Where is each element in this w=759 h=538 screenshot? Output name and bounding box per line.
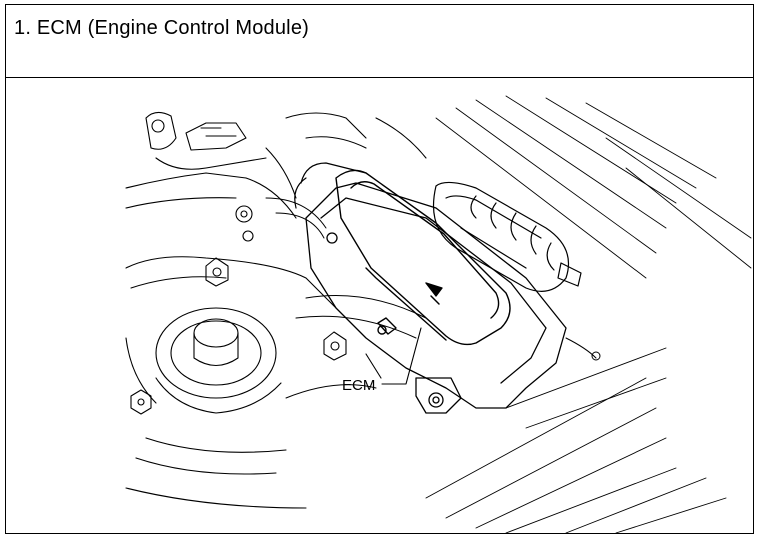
ecm-callout-label: ECM [342, 377, 375, 394]
lower-panel-lines [425, 347, 727, 534]
section-title: 1. ECM (Engine Control Module) [14, 17, 310, 39]
title-row: 1. ECM (Engine Control Module) [6, 5, 753, 78]
engine-bay-drawing: ECM [125, 95, 752, 534]
bolt-markers [130, 257, 347, 415]
fender-lines [435, 95, 752, 279]
air-duct [294, 162, 582, 292]
upper-left-components [125, 111, 427, 242]
ecm-bracket [305, 182, 567, 414]
document-frame: 1. ECM (Engine Control Module) [5, 4, 754, 534]
ecm-callout-leader [365, 327, 422, 385]
strut-tower [125, 256, 337, 509]
ecm-unit [335, 169, 511, 346]
engine-bay-illustration: ECM [6, 78, 753, 534]
